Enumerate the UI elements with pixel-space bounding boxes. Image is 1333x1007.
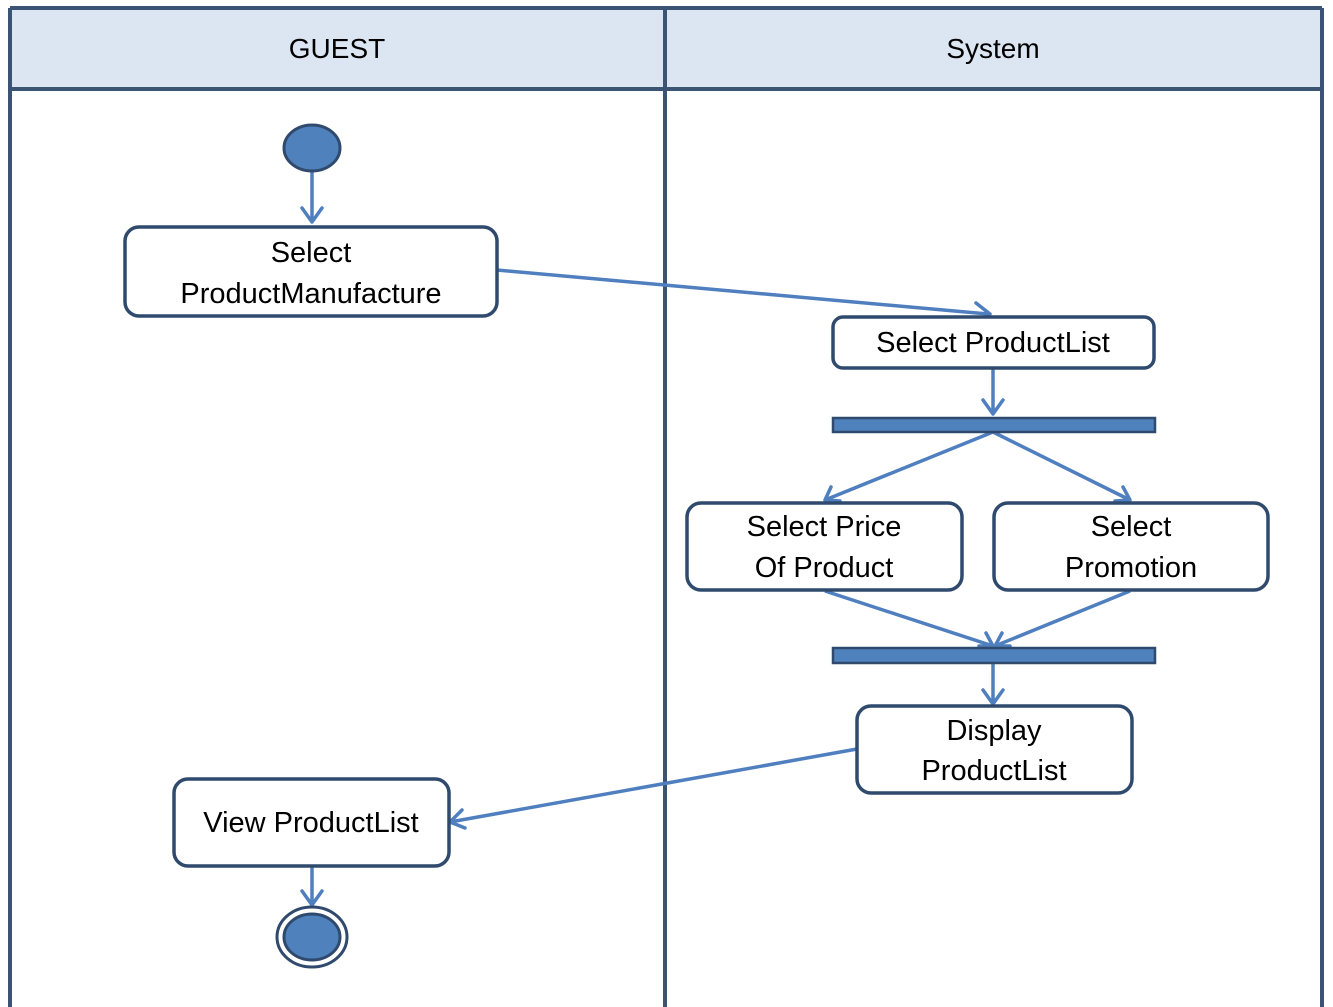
activity-select-price: Select Price Of Product — [685, 501, 964, 592]
flow-promotion-to-join — [994, 589, 1131, 648]
flow-display-to-view — [449, 747, 858, 824]
activity-label: Select Price — [747, 511, 902, 543]
flow-fork-to-promotion — [992, 430, 1131, 502]
arrowhead — [823, 485, 842, 503]
activity-view-productlist: View ProductList — [172, 777, 451, 868]
activity-label: View ProductList — [203, 807, 418, 839]
activity-box — [992, 501, 1270, 592]
arrowhead — [300, 206, 324, 224]
flow-fork-to-price — [824, 430, 994, 502]
activity-label: Display — [946, 715, 1042, 747]
arrowhead — [300, 889, 324, 907]
arrowhead — [993, 631, 1012, 648]
lane-title-system: System — [946, 33, 1039, 64]
activity-select-promotion: Select Promotion — [992, 501, 1270, 592]
arrowhead — [1113, 485, 1132, 503]
activity-display-productlist: Display ProductList — [855, 704, 1134, 795]
join-bar — [831, 646, 1157, 665]
final-node — [275, 905, 349, 969]
control-flows — [300, 170, 1132, 907]
activity-box — [855, 704, 1134, 795]
arrowhead — [981, 688, 1005, 706]
flow-price-to-join — [824, 589, 994, 648]
activity-select-productlist: Select ProductList — [831, 315, 1156, 370]
activity-label: Of Product — [755, 552, 894, 584]
lane-title-guest: GUEST — [289, 33, 385, 64]
arrowhead — [977, 631, 995, 648]
activity-select-manufacture: Select ProductManufacture — [123, 225, 499, 318]
fork-bar — [831, 416, 1157, 434]
activity-label: Select — [1091, 511, 1172, 543]
activity-box — [831, 315, 1156, 370]
activity-box — [685, 501, 964, 592]
activity-box — [172, 777, 451, 868]
arrowhead — [981, 398, 1005, 416]
activity-label: Select ProductList — [876, 327, 1110, 359]
activity-label: ProductList — [921, 755, 1066, 787]
flow-manufacture-to-productlist — [496, 268, 989, 316]
activity-label: ProductManufacture — [180, 278, 441, 310]
final-node-core — [282, 912, 342, 962]
initial-node — [282, 123, 342, 173]
activity-box — [123, 225, 499, 318]
activity-label: Select — [271, 237, 352, 269]
activity-label: Promotion — [1065, 552, 1197, 584]
